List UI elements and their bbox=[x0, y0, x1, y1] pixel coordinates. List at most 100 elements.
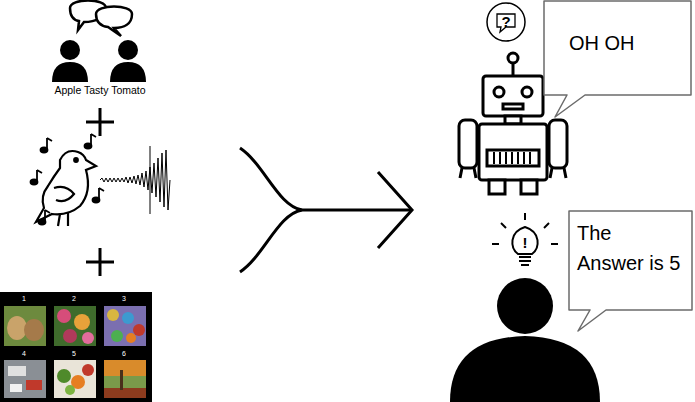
robot-icon bbox=[549, 120, 567, 168]
waveform bbox=[100, 150, 170, 210]
bird-icon bbox=[54, 187, 74, 201]
people-icon bbox=[52, 62, 88, 82]
node-text: ! bbox=[507, 232, 543, 255]
robot-icon bbox=[503, 104, 523, 109]
robot-icon bbox=[494, 87, 504, 97]
bulb-rays bbox=[501, 223, 506, 228]
robot-icon bbox=[521, 180, 537, 194]
image-grid bbox=[82, 332, 94, 344]
node-text: OH OH bbox=[569, 28, 679, 58]
robot-icon bbox=[483, 76, 543, 116]
image-grid bbox=[54, 306, 96, 346]
robot-icon bbox=[460, 168, 476, 178]
bulb-base bbox=[519, 257, 531, 265]
robot-icon bbox=[508, 53, 518, 63]
image-grid bbox=[104, 388, 146, 398]
robot-icon bbox=[479, 124, 547, 180]
image-grid bbox=[122, 312, 134, 324]
people-icon bbox=[118, 40, 138, 60]
image-grid bbox=[26, 380, 42, 390]
image-grid bbox=[82, 364, 94, 376]
image-number: 2 bbox=[64, 295, 84, 303]
robot-icon bbox=[489, 180, 505, 194]
node-text: The Answer is 5 bbox=[577, 218, 681, 278]
speech-bubble: OH OH bbox=[543, 0, 693, 118]
robot-icon bbox=[494, 152, 530, 164]
image-grid bbox=[4, 306, 46, 346]
people-icon bbox=[110, 62, 146, 82]
music-notes bbox=[99, 188, 104, 191]
image-number: 5 bbox=[64, 350, 84, 358]
bulb-rays bbox=[524, 213, 526, 220]
image-grid bbox=[63, 329, 77, 343]
image-grid bbox=[24, 319, 44, 341]
people-icon bbox=[52, 1, 146, 83]
music-notes bbox=[37, 170, 42, 173]
image-grid bbox=[104, 360, 146, 376]
people-icon bbox=[96, 7, 132, 37]
music-notes bbox=[31, 134, 105, 225]
music-notes bbox=[47, 138, 52, 141]
merge-arrow bbox=[240, 148, 412, 272]
plus-sign bbox=[86, 121, 114, 124]
image-grid bbox=[0, 292, 152, 402]
merge-arrow bbox=[378, 172, 412, 248]
robot-icon bbox=[550, 168, 566, 178]
speech-bubble: The Answer is 5 bbox=[568, 210, 694, 332]
image-grid bbox=[120, 370, 123, 390]
thought-circle bbox=[487, 3, 525, 41]
plus-sign bbox=[86, 108, 114, 136]
robot-icon bbox=[459, 120, 477, 168]
image-grid bbox=[57, 309, 71, 323]
bulb-rays bbox=[544, 223, 549, 228]
caption-text: Apple Tasty Tomato bbox=[38, 85, 162, 97]
music-notes bbox=[45, 210, 50, 213]
bird-icon bbox=[36, 151, 96, 226]
plus-sign bbox=[86, 248, 114, 276]
image-grid bbox=[104, 306, 146, 346]
music-notes bbox=[46, 138, 48, 150]
waveform bbox=[150, 146, 151, 214]
thought-bubble: ? bbox=[486, 2, 526, 42]
image-grid bbox=[4, 360, 46, 398]
bird-icon bbox=[36, 151, 96, 222]
merge-arrow bbox=[240, 148, 302, 210]
image-grid bbox=[107, 309, 119, 321]
music-notes bbox=[91, 134, 96, 137]
node-text: ? bbox=[486, 11, 526, 34]
bulb-rays bbox=[492, 243, 499, 245]
people-icon bbox=[60, 40, 80, 60]
person-silhouette bbox=[450, 336, 600, 402]
image-grid bbox=[54, 360, 96, 398]
bubble-outline bbox=[544, 1, 691, 117]
bird-icon bbox=[58, 212, 68, 226]
image-number: 3 bbox=[114, 295, 134, 303]
image-grid bbox=[10, 384, 22, 392]
image-grid bbox=[7, 316, 27, 340]
robot-icon bbox=[487, 150, 539, 166]
waveform bbox=[100, 146, 170, 214]
speech-bubble-outline bbox=[543, 0, 693, 118]
image-grid bbox=[65, 385, 75, 395]
robot-icon bbox=[522, 87, 532, 97]
music-notes bbox=[98, 188, 100, 200]
music-notes bbox=[90, 134, 92, 146]
image-grid bbox=[8, 366, 26, 376]
bubble-outline bbox=[569, 211, 692, 331]
image-grid bbox=[133, 324, 145, 336]
bulb-rays bbox=[551, 243, 558, 245]
image-grid bbox=[111, 330, 123, 342]
image-number: 6 bbox=[114, 350, 134, 358]
merge-arrow bbox=[302, 209, 410, 212]
image-number: 1 bbox=[14, 295, 34, 303]
music-notes bbox=[36, 170, 38, 182]
image-number: 4 bbox=[14, 350, 34, 358]
bird-icon bbox=[74, 158, 78, 162]
image-grid bbox=[0, 292, 152, 402]
image-grid bbox=[104, 360, 146, 398]
person-silhouette bbox=[497, 278, 553, 334]
image-grid bbox=[126, 333, 136, 343]
idea-bulb: ! bbox=[507, 224, 543, 268]
image-grid bbox=[74, 314, 90, 330]
